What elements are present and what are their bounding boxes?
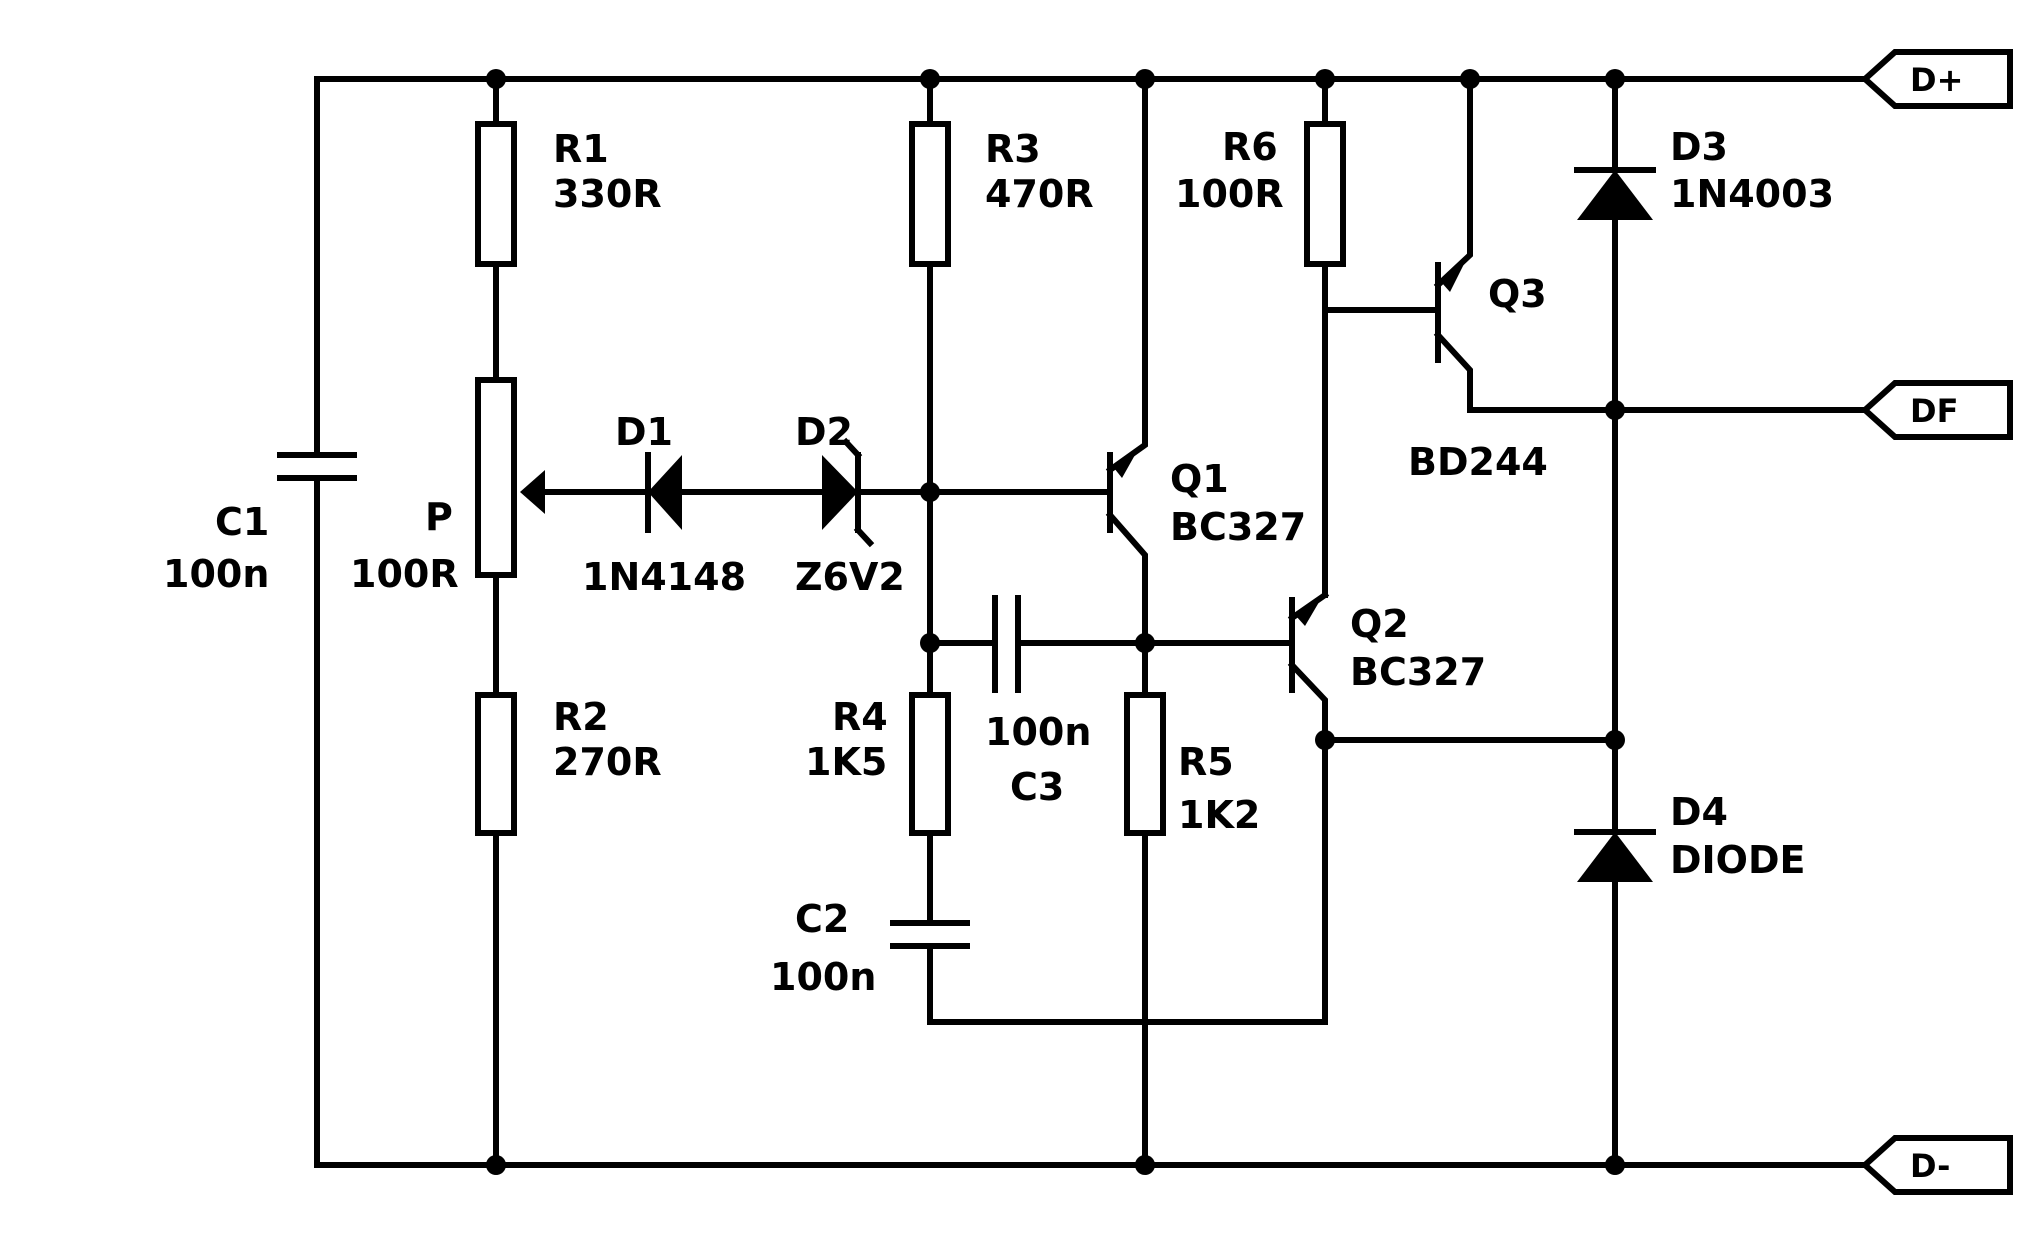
q3-value: BD244 (1408, 440, 1548, 484)
r3-value: 470R (985, 172, 1094, 216)
port-d-minus (1612, 1135, 2013, 1195)
zener-d2 (822, 437, 933, 548)
c3-ref: C3 (1010, 765, 1064, 809)
d3-ref: D3 (1670, 125, 1728, 169)
capacitor-c2 (890, 920, 970, 949)
port-df-label: DF (1910, 392, 1958, 430)
p-ref: P (425, 495, 453, 539)
d4-value: DIODE (1670, 838, 1806, 882)
d1-value: 1N4148 (582, 555, 746, 599)
d2-ref: D2 (795, 410, 853, 454)
transistor-q2 (1142, 590, 1330, 1025)
junction-dots (486, 69, 1625, 1175)
potentiometer-p (475, 377, 651, 698)
q2-ref: Q2 (1350, 602, 1409, 646)
port-df (1612, 380, 2013, 440)
r2-value: 270R (553, 740, 662, 784)
capacitor-c3 (927, 595, 1148, 693)
r4-value: 1K5 (805, 740, 887, 784)
capacitor-c1 (277, 76, 357, 1168)
c3-value: 100n (985, 710, 1091, 754)
diode-d1 (645, 452, 825, 533)
r2-ref: R2 (553, 695, 609, 739)
r3-ref: R3 (985, 127, 1041, 171)
r5-ref: R5 (1178, 740, 1234, 784)
r4-ref: R4 (832, 695, 888, 739)
resistor-r3 (909, 76, 951, 698)
c1-value: 100n (163, 552, 269, 596)
c1-ref: C1 (215, 500, 269, 544)
d3-value: 1N4003 (1670, 172, 1834, 216)
q1-value: BC327 (1170, 505, 1306, 549)
r1-ref: R1 (553, 127, 609, 171)
transistor-q3 (1322, 76, 1618, 413)
r6-value: 100R (1175, 172, 1284, 216)
resistor-r1 (475, 76, 517, 383)
r1-value: 330R (553, 172, 662, 216)
diode-d4 (1322, 407, 1656, 1168)
port-d-plus-label: D+ (1910, 61, 1963, 99)
resistor-r4 (909, 692, 951, 1025)
d1-ref: D1 (615, 410, 673, 454)
d4-ref: D4 (1670, 790, 1728, 834)
q2-value: BC327 (1350, 650, 1486, 694)
q3-ref: Q3 (1488, 272, 1547, 316)
port-d-minus-label: D- (1910, 1147, 1950, 1185)
r6-ref: R6 (1222, 125, 1278, 169)
q1-ref: Q1 (1170, 457, 1229, 501)
diode-d3 (1574, 76, 1656, 413)
p-value: 100R (350, 552, 459, 596)
resistor-r5 (1124, 692, 1166, 1168)
c2-value: 100n (770, 955, 876, 999)
port-d-plus (1612, 49, 2013, 109)
r5-value: 1K2 (1178, 793, 1260, 837)
resistor-r6 (1304, 76, 1346, 598)
d2-value: Z6V2 (795, 555, 905, 599)
resistor-r2 (475, 692, 517, 1168)
c2-ref: C2 (795, 897, 849, 941)
